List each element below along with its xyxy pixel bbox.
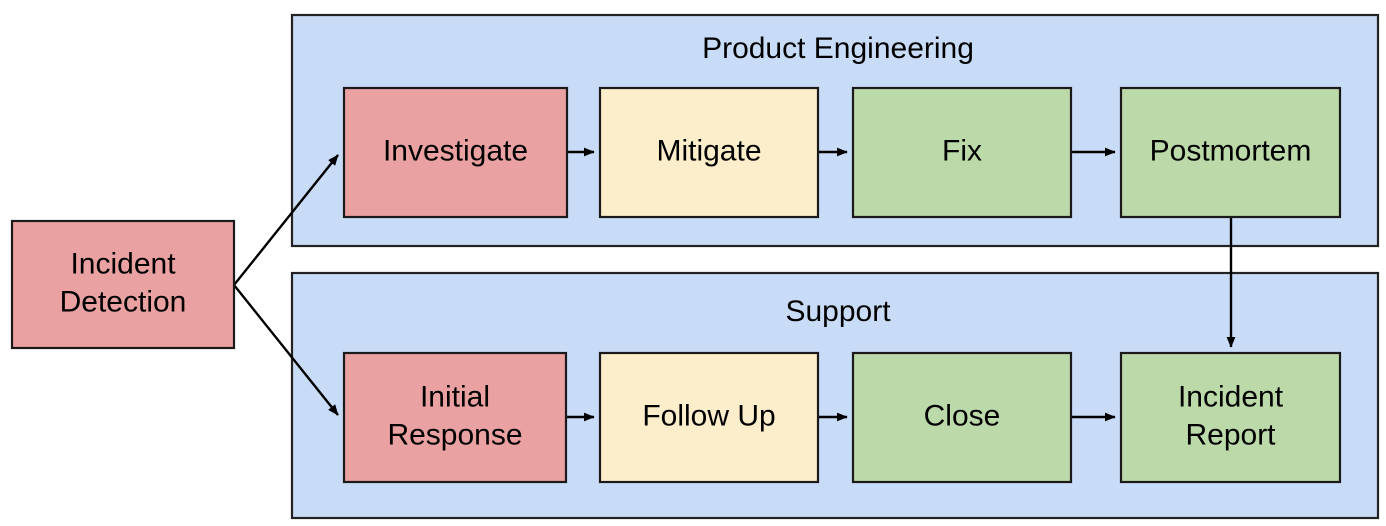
node-label-incident-detection: Incident xyxy=(70,247,176,280)
node-box-follow-up[interactable] xyxy=(598,351,820,484)
node-investigate[interactable]: Investigate xyxy=(342,86,569,219)
node-box-incident-detection[interactable] xyxy=(10,219,236,350)
node-box-close[interactable] xyxy=(851,351,1073,484)
node-label-initial-response: Initial xyxy=(420,380,490,413)
node-label-follow-up: Follow Up xyxy=(642,399,775,432)
node-label-postmortem: Postmortem xyxy=(1150,134,1312,167)
lane-title-product-engineering: Product Engineering xyxy=(702,32,974,65)
node-follow-up[interactable]: Follow Up xyxy=(598,351,820,484)
node-box-investigate[interactable] xyxy=(342,86,569,219)
node-label-incident-report: Report xyxy=(1185,418,1276,451)
node-label-incident-report: Incident xyxy=(1178,380,1284,413)
node-box-mitigate[interactable] xyxy=(598,86,820,219)
node-label-investigate: Investigate xyxy=(383,134,528,167)
node-label-fix: Fix xyxy=(942,134,982,167)
lane-title-support: Support xyxy=(785,295,891,328)
node-fix[interactable]: Fix xyxy=(851,86,1073,219)
edge-detection-to-initial-response[interactable] xyxy=(233,284,339,416)
node-box-postmortem[interactable] xyxy=(1119,86,1342,219)
node-label-mitigate: Mitigate xyxy=(656,134,761,167)
node-label-incident-detection: Detection xyxy=(60,285,187,318)
node-close[interactable]: Close xyxy=(851,351,1073,484)
node-label-close: Close xyxy=(924,399,1001,432)
node-mitigate[interactable]: Mitigate xyxy=(598,86,820,219)
node-box-fix[interactable] xyxy=(851,86,1073,219)
node-box-initial-response[interactable] xyxy=(342,351,568,484)
node-postmortem[interactable]: Postmortem xyxy=(1119,86,1342,219)
edge-detection-to-investigate[interactable] xyxy=(233,154,339,286)
edges-layer xyxy=(233,147,1236,422)
node-label-initial-response: Response xyxy=(387,418,522,451)
node-box-incident-report[interactable] xyxy=(1119,351,1342,484)
